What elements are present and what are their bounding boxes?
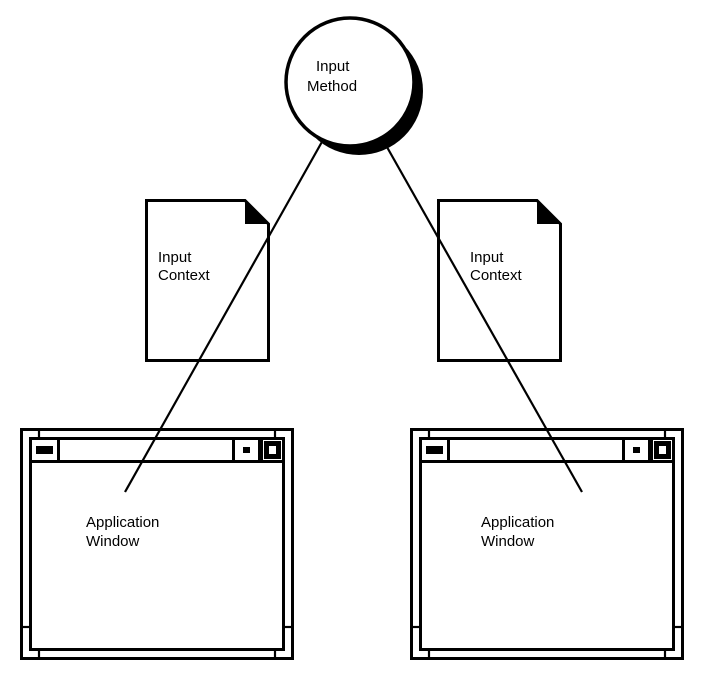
document-fold-corner-icon bbox=[245, 200, 269, 224]
application-window-right-label-line2: Window bbox=[481, 533, 535, 550]
document-body-shape bbox=[145, 199, 270, 362]
minimize-button-glyph-icon bbox=[633, 447, 640, 453]
minimize-button-glyph-icon bbox=[243, 447, 250, 453]
connector-input-method-to-left-window bbox=[124, 139, 324, 493]
connector-input-method-to-right-window bbox=[382, 139, 583, 493]
document-body-shape bbox=[437, 199, 562, 362]
maximize-button-glyph-icon bbox=[264, 441, 281, 459]
application-window-left-label-line2: Window bbox=[86, 533, 140, 550]
maximize-button-glyph-icon bbox=[654, 441, 671, 459]
input-context-left[interactable]: Input Context bbox=[145, 199, 270, 362]
document-fold-corner-icon bbox=[537, 200, 561, 224]
window-menu-button-glyph-icon bbox=[426, 446, 443, 454]
input-context-right-label-line1: Input bbox=[470, 249, 504, 266]
window-client-area bbox=[29, 437, 285, 651]
window-client-area bbox=[419, 437, 675, 651]
application-window-right-label-line1: Application bbox=[481, 514, 554, 531]
input-context-left-label-line2: Context bbox=[158, 267, 211, 284]
window-menu-button-glyph-icon bbox=[36, 446, 53, 454]
application-window-left[interactable]: Application Window bbox=[20, 428, 294, 660]
input-context-right-label-line2: Context bbox=[470, 267, 523, 284]
input-method-label-line1: Input bbox=[316, 58, 350, 75]
input-method-node[interactable]: Input Method bbox=[284, 16, 423, 155]
application-window-left-label-line1: Application bbox=[86, 514, 159, 531]
application-window-right[interactable]: Application Window bbox=[410, 428, 684, 660]
input-context-left-label-line1: Input bbox=[158, 249, 192, 266]
input-method-circle bbox=[284, 16, 416, 148]
input-method-label-line2: Method bbox=[307, 78, 357, 95]
input-context-right[interactable]: Input Context bbox=[437, 199, 562, 362]
